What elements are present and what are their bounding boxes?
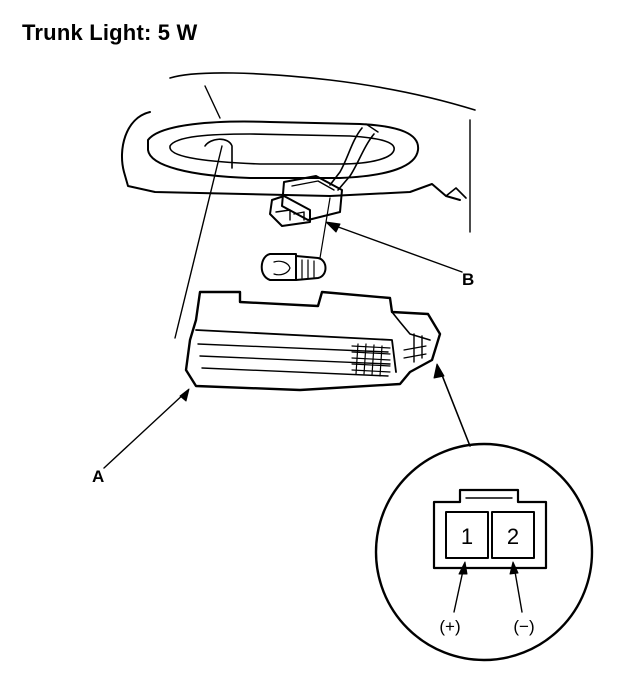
- callout-a-leader: [103, 388, 190, 469]
- polarity-leaders: [453, 561, 523, 613]
- callout-b-label: B: [462, 270, 474, 289]
- callout-a-label: A: [92, 467, 104, 486]
- pin-1-label: 1: [461, 524, 473, 549]
- harness-connector: [269, 175, 343, 227]
- trunk-lid-panel: [121, 72, 476, 233]
- wire-harness: [329, 123, 379, 191]
- connector-detail-circle: [374, 442, 594, 662]
- diagram-title: Trunk Light: 5 W: [22, 20, 198, 45]
- bulb: [260, 253, 327, 281]
- callout-b-leader: [325, 221, 463, 273]
- guide-lines: [174, 145, 331, 339]
- lamp-housing: [184, 290, 442, 392]
- lamp-opening: [147, 120, 420, 179]
- polarity-positive-label: (+): [439, 617, 460, 636]
- zoom-leader: [433, 363, 471, 447]
- pin-2-label: 2: [507, 524, 519, 549]
- polarity-negative-label: (−): [513, 617, 534, 636]
